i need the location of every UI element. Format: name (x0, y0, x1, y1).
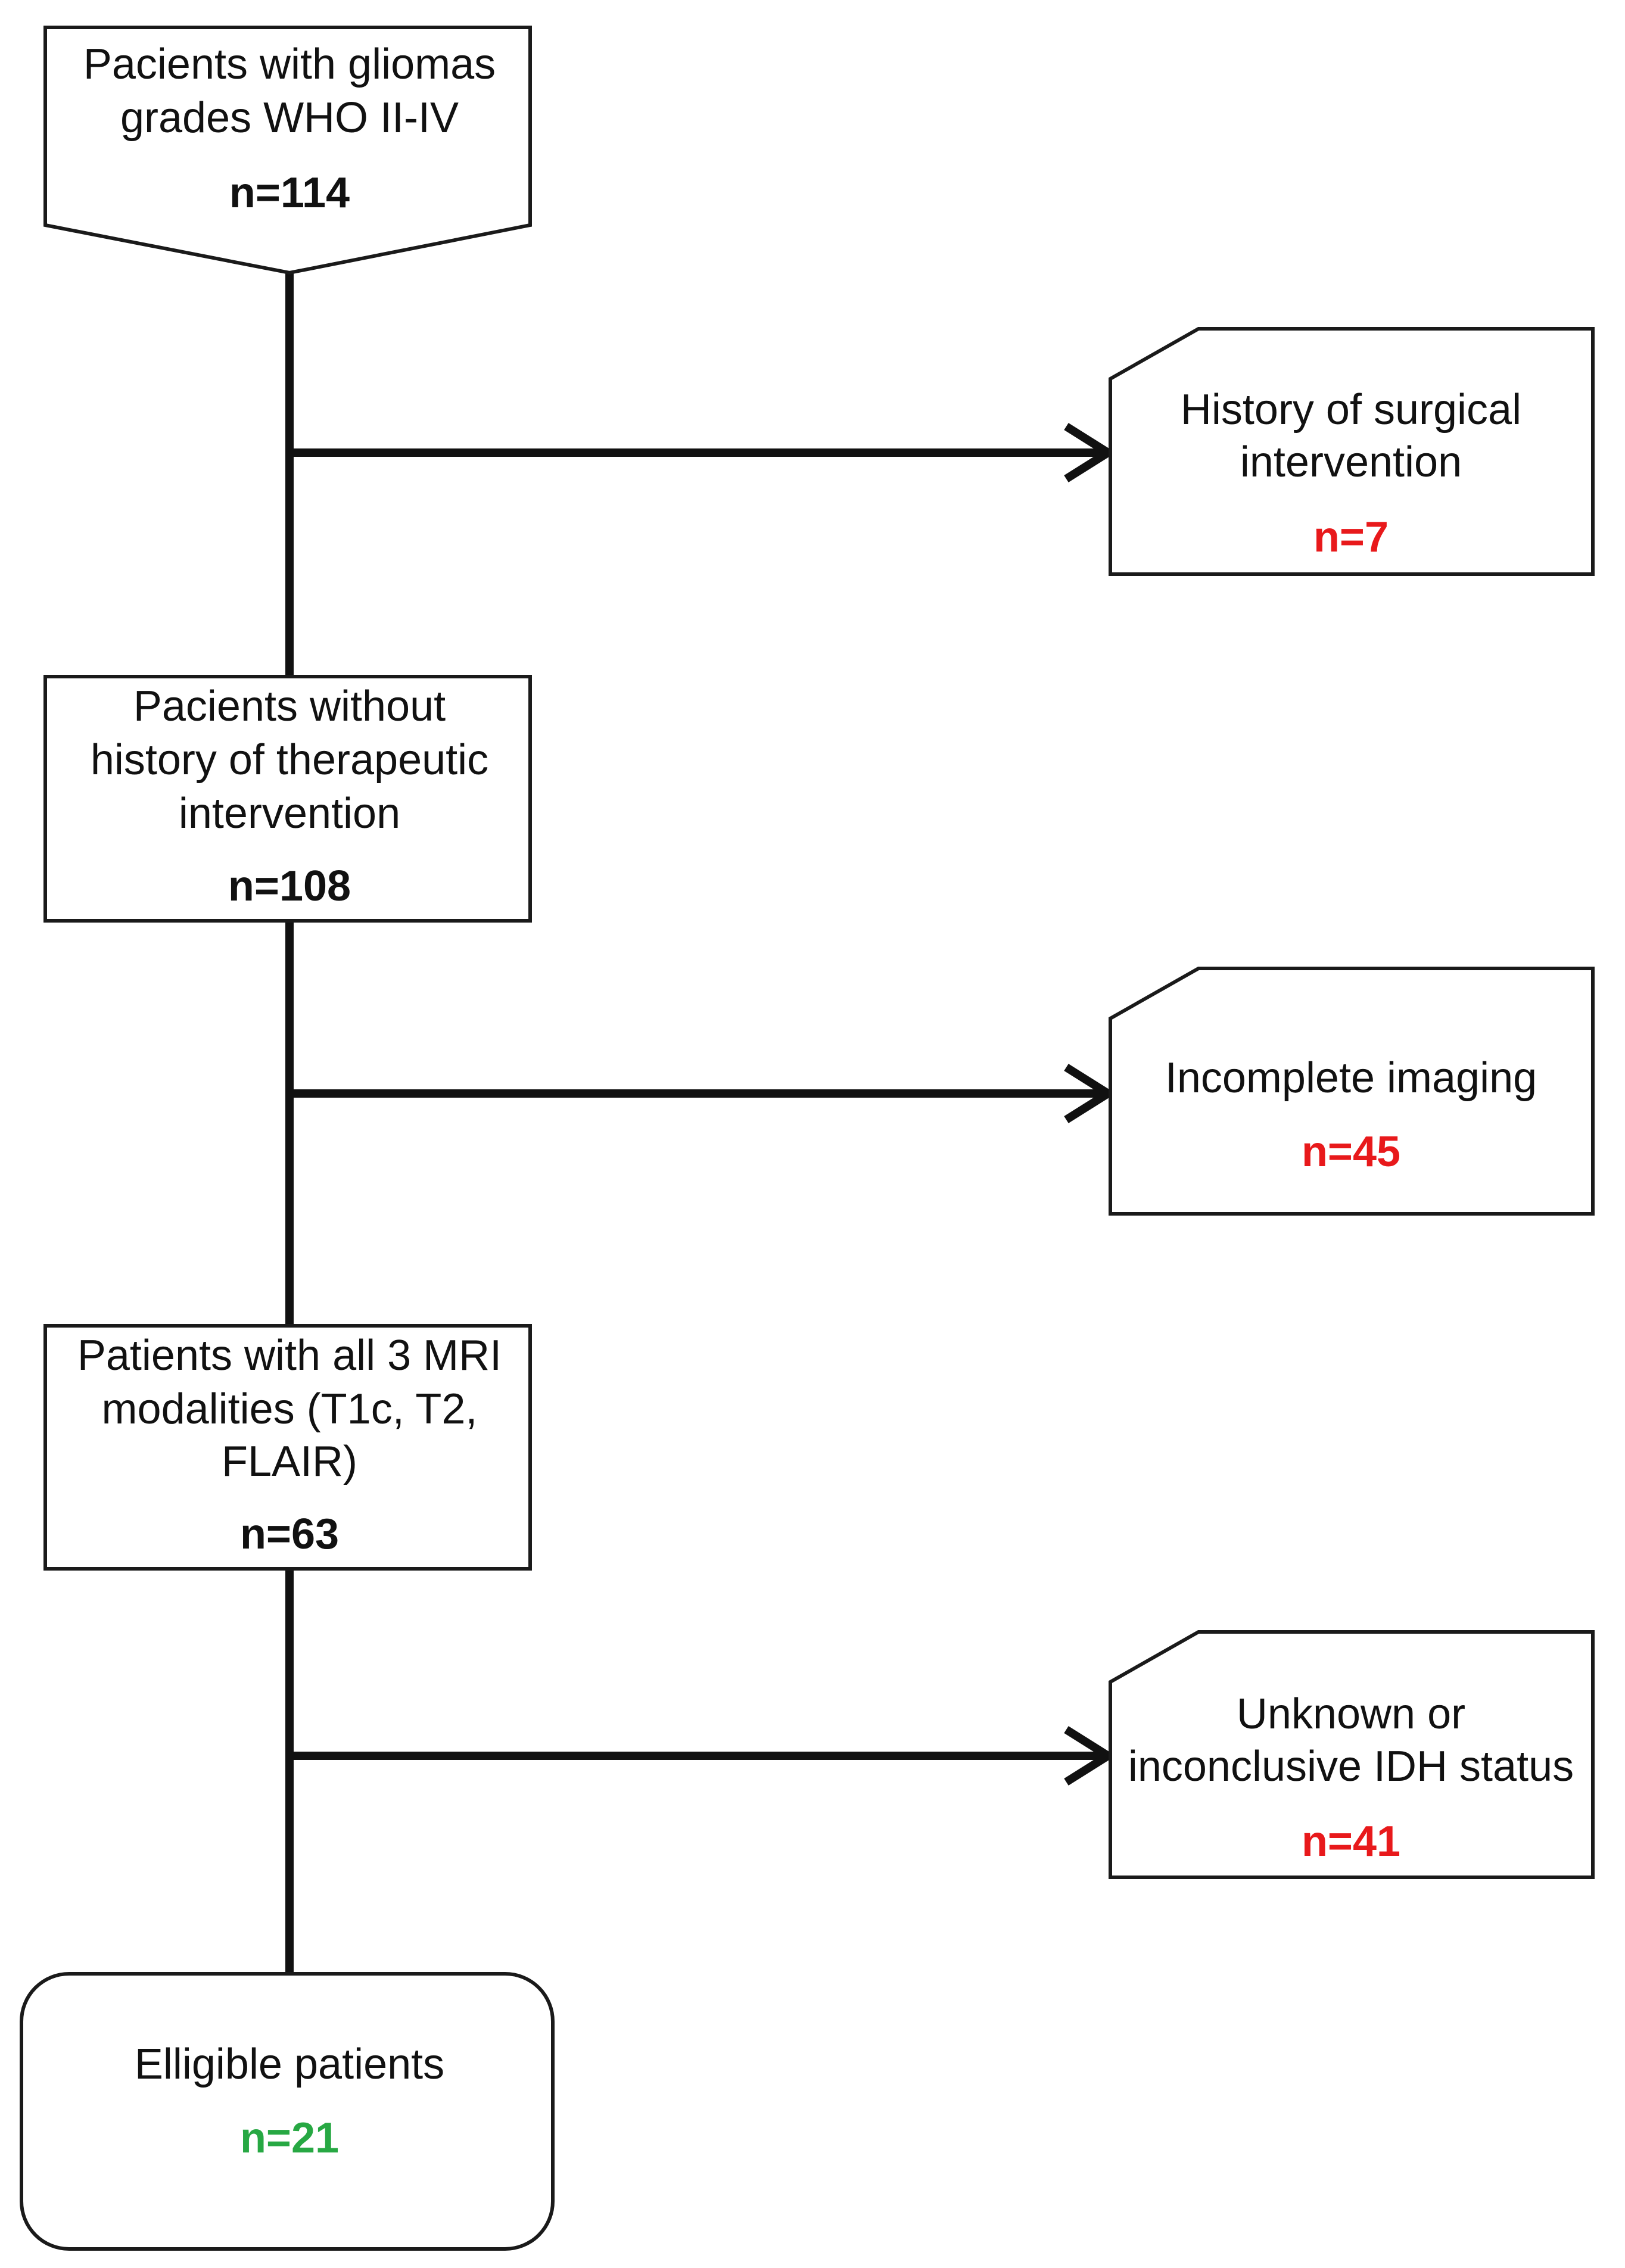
exclusion-idh: Unknown or inconclusive IDH status n=41 (1109, 1630, 1595, 1879)
start-node-line-1: Pacients with gliomas (83, 40, 496, 88)
all-modalities-count: n=63 (240, 1510, 339, 1558)
start-node-shape (43, 26, 532, 275)
exclusion-imaging: Incomplete imaging n=45 (1109, 967, 1595, 1216)
without-history-line-1: Pacients without (133, 683, 446, 730)
without-history-line-3: intervention (179, 790, 400, 837)
exclusion-arrowhead-1 (1064, 423, 1116, 482)
exclusion-idh-line-1: Unknown or (1237, 1690, 1465, 1738)
without-history-line-2: history of therapeutic (91, 736, 488, 784)
exclusion-surgical: History of surgical intervention n=7 (1109, 327, 1595, 576)
without-history-node-shape (43, 675, 532, 923)
all-modalities-line-1: Patients with all 3 MRI (77, 1332, 502, 1379)
exclusion-surgical-count: n=7 (1313, 513, 1389, 561)
exclusion-surgical-shape (1109, 327, 1595, 576)
exclusion-imaging-shape (1109, 967, 1595, 1216)
eligible-node: Elligible patients n=21 (20, 1972, 555, 2251)
exclusion-arrowhead-2 (1064, 1064, 1116, 1123)
all-modalities-node: Patients with all 3 MRI modalities (T1c,… (43, 1324, 532, 1571)
start-node-line-2: grades WHO II-IV (120, 94, 459, 142)
exclusion-surgical-line-2: intervention (1240, 438, 1462, 486)
all-modalities-line-3: FLAIR) (222, 1438, 357, 1485)
eligible-node-shape (20, 1972, 555, 2251)
exclusion-idh-line-2: inconclusive IDH status (1128, 1743, 1574, 1790)
all-modalities-line-2: modalities (T1c, T2, (102, 1385, 478, 1433)
exclusion-surgical-line-1: History of surgical (1181, 386, 1521, 434)
exclusion-imaging-line-1: Incomplete imaging (1165, 1054, 1537, 1102)
exclusion-arrowhead-3 (1064, 1726, 1116, 1786)
start-node: Pacients with gliomas grades WHO II-IV n… (43, 26, 532, 275)
exclusion-imaging-count: n=45 (1302, 1128, 1400, 1176)
without-history-node: Pacients without history of therapeutic … (43, 675, 532, 923)
exclusion-idh-count: n=41 (1302, 1818, 1400, 1865)
start-node-count: n=114 (229, 169, 350, 217)
all-modalities-node-shape (43, 1324, 532, 1571)
eligible-count: n=21 (240, 2114, 339, 2162)
without-history-count: n=108 (228, 862, 351, 910)
eligible-line-1: Elligible patients (135, 2040, 444, 2088)
exclusion-idh-shape (1109, 1630, 1595, 1879)
